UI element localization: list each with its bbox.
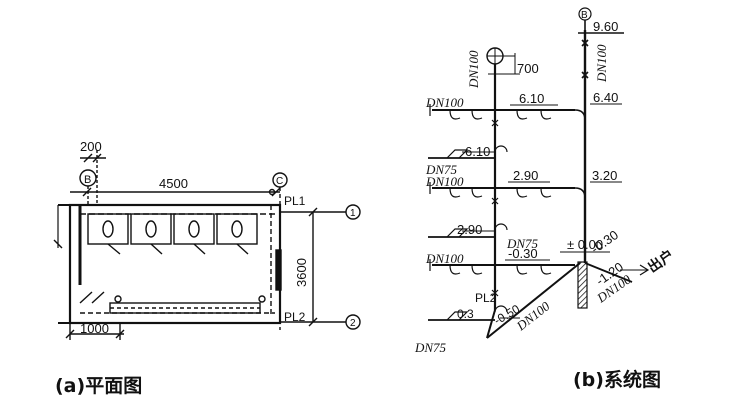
dim-700: 700 <box>517 61 539 76</box>
riser-system <box>428 7 650 339</box>
branch-dn100-a: DN100 <box>425 95 464 110</box>
axis-b-label: B <box>84 174 91 186</box>
elev-6.10-b: 6.10 <box>465 144 490 159</box>
elev-2.90-a: 2.90 <box>513 168 538 183</box>
dim-1000-label: 1000 <box>80 321 109 336</box>
elev-0.00: ± 0.00 <box>567 237 603 252</box>
plan-walls <box>68 203 282 325</box>
branch-minus-0.30 <box>429 251 610 275</box>
dim-3600-label: 3600 <box>294 258 309 287</box>
dimension-3600 <box>308 207 318 327</box>
axis-b-marker <box>79 150 106 205</box>
branch-dn75-a: DN75 <box>425 162 458 177</box>
bottom-dn100: DN100 <box>513 298 553 334</box>
elev-6.10-a: 6.10 <box>519 91 544 106</box>
riser-dn100: DN100 <box>594 44 609 83</box>
elev-minus-0.30-b: -0.30 <box>508 246 538 261</box>
urinal-trough <box>79 291 275 314</box>
outlet-pipe <box>584 262 650 283</box>
system-caption: (b)系统图 <box>573 368 661 391</box>
vent-dn100: DN100 <box>466 50 481 89</box>
branch-6.10-lower <box>428 145 508 159</box>
bottom-branch <box>428 262 581 339</box>
floor-plan <box>53 150 361 340</box>
plan-caption: (a)平面图 <box>55 375 142 397</box>
dim-4500-label: 4500 <box>159 176 188 191</box>
axis-c-label: C <box>276 176 283 187</box>
branch-dn100-b: DN100 <box>425 174 464 189</box>
elev-2.90-b: 2.90 <box>457 222 482 237</box>
toilet-stalls <box>80 213 275 255</box>
branch-2.90-lower <box>428 223 508 238</box>
branch-dn100-c: DN100 <box>425 251 464 266</box>
pl1-label: PL1 <box>284 194 306 208</box>
pl2-system-label: PL2 <box>475 291 497 305</box>
branch-6.10 <box>429 103 622 121</box>
dim-200-label: 200 <box>80 139 102 154</box>
elev-0.3: 0.3 <box>457 307 474 321</box>
dimension-1000 <box>65 323 125 340</box>
elev-3.20: 3.20 <box>592 168 617 183</box>
branch-2.90 <box>429 181 622 199</box>
foundation-wall <box>577 261 588 309</box>
axis-1-label: 1 <box>350 208 356 219</box>
bottom-dn75: DN75 <box>414 340 447 355</box>
sys-axis-b-label: B <box>581 10 588 21</box>
pl2-label: PL2 <box>284 310 306 324</box>
axis-2-label: 2 <box>350 318 356 329</box>
outlet-label: 出户 <box>645 246 678 276</box>
elev-6.40: 6.40 <box>593 90 618 105</box>
branch-dn75-b: DN75 <box>506 236 539 251</box>
elev-9.60: 9.60 <box>593 19 618 34</box>
